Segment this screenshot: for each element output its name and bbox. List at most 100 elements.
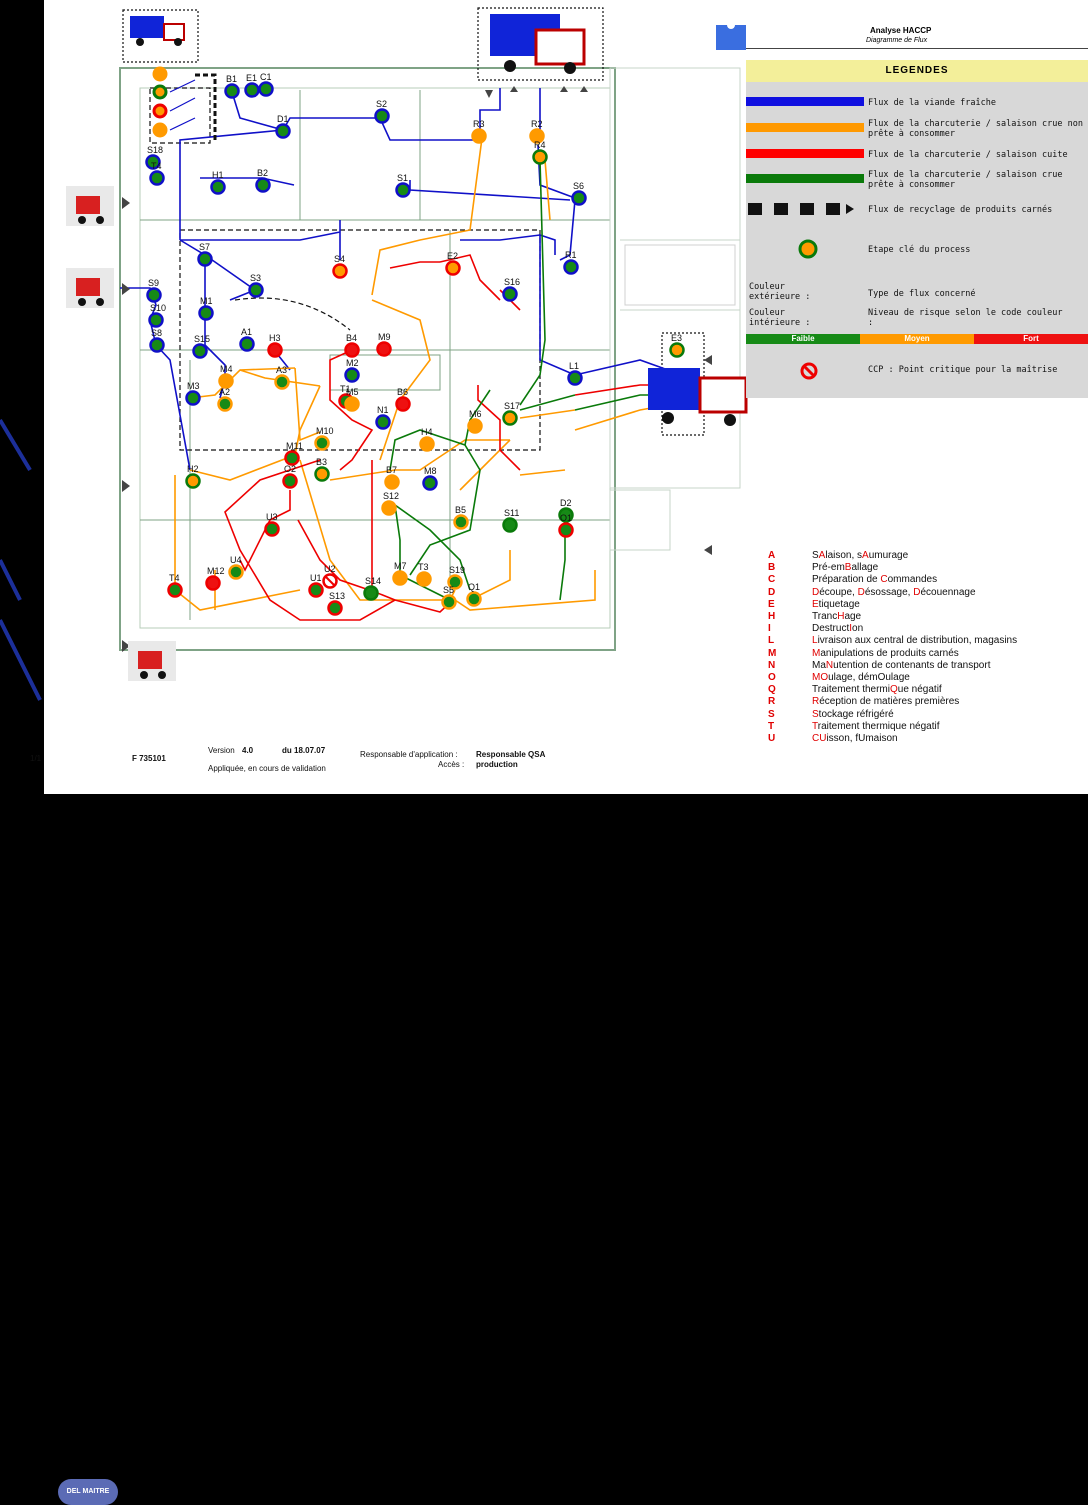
node-circle — [217, 396, 233, 412]
legend-label-raw-not-ready: Flux de la charcuterie / salaison crue n… — [868, 119, 1083, 139]
process-step-node: U1 — [308, 573, 324, 598]
resp-label: Responsable d'application : — [360, 750, 458, 759]
node-circle — [197, 251, 213, 267]
process-step-node: M9 — [376, 332, 392, 357]
node-label: U1 — [310, 573, 322, 583]
node-circle — [344, 342, 360, 358]
process-step-node: M12 — [205, 566, 225, 591]
process-step-node: B2 — [255, 168, 271, 193]
key-step-icon — [798, 239, 818, 259]
node-label: M11 — [286, 441, 303, 451]
node-circle — [502, 410, 518, 426]
node-circle — [344, 396, 360, 412]
node-circle — [264, 521, 280, 537]
node-circle — [185, 390, 201, 406]
code-letter: B — [768, 562, 776, 574]
node-label: T4 — [151, 161, 162, 171]
process-step-node: M7 — [392, 561, 408, 586]
code-description: MOulage, démOulage — [812, 672, 910, 683]
code-description: Pré-emBallage — [812, 562, 879, 574]
node-circle — [149, 170, 165, 186]
node-label: S9 — [148, 278, 159, 288]
node-label: B7 — [386, 465, 397, 475]
node-label: U3 — [266, 512, 278, 522]
node-circle — [146, 287, 162, 303]
node-label: A1 — [241, 327, 252, 337]
node-circle — [374, 108, 390, 124]
recycling-flow — [195, 73, 217, 140]
node-label: B6 — [397, 387, 408, 397]
process-step-node: M1 — [198, 296, 214, 321]
legend-label-raw-ready: Flux de la charcuterie / salaison crue p… — [868, 170, 1063, 190]
node-label: C1 — [260, 72, 272, 82]
doc-ref: F 735101 — [132, 754, 166, 763]
node-circle — [274, 374, 290, 390]
process-step-node: U2 — [322, 564, 338, 589]
node-label: S2 — [376, 99, 387, 109]
node-label: S13 — [329, 591, 345, 601]
node-circle — [416, 571, 432, 587]
code-letter: T — [768, 720, 775, 732]
node-label: B1 — [226, 74, 237, 84]
node-circle — [384, 474, 400, 490]
node-label: H3 — [269, 333, 281, 343]
node-label: S8 — [151, 328, 162, 338]
code-description: Stockage réfrigéré — [812, 708, 894, 720]
process-step-node: M4 — [218, 364, 234, 389]
node-circle — [239, 336, 255, 352]
version-label: Version — [208, 746, 235, 755]
access-label: Accès : — [438, 760, 465, 769]
node-label: S19 — [449, 565, 465, 575]
legend-swatch-raw-ready — [746, 174, 864, 183]
process-step-node: O1 — [558, 513, 574, 538]
code-description: Livraison aux central de distribution, m… — [812, 635, 1018, 647]
process-step-node: S15 — [192, 334, 210, 359]
process-step-node: E3 — [669, 333, 685, 358]
node-circle — [529, 128, 545, 144]
node-label: B3 — [316, 457, 327, 467]
node-circle — [376, 341, 392, 357]
node-label: T4 — [169, 573, 180, 583]
node-circle — [447, 574, 463, 590]
node-label: S15 — [194, 334, 210, 344]
flow-diagram: B1E1C1D1S2R3R2R4S18T4H1B2S1S6S7S3S4E2S16… — [0, 0, 748, 794]
legend-label-ccp: CCP : Point critique pour la maîtrise — [868, 365, 1058, 375]
node-circle — [228, 564, 244, 580]
legend-panel: LEGENDES Flux de la viande fraîche Flux … — [746, 60, 1088, 398]
process-step-node: D2 — [558, 498, 574, 523]
code-description: Manipulations de produits carnés — [812, 647, 959, 659]
code-description: Traitement thermiQue négatif — [812, 684, 942, 696]
node-circle — [375, 414, 391, 430]
process-step-node: S9 — [146, 278, 162, 303]
process-step-node: Q1 — [466, 582, 482, 607]
node-circle — [567, 370, 583, 386]
node-circle — [558, 507, 574, 523]
node-circle — [471, 128, 487, 144]
process-step-node: U3 — [264, 512, 280, 537]
node-label: T3 — [418, 562, 429, 572]
recycling-outlines — [122, 7, 705, 451]
puzzle-icon — [716, 21, 746, 50]
node-label: S16 — [504, 277, 520, 287]
node-circle — [467, 418, 483, 434]
forklift-icon — [66, 268, 114, 308]
node-label: S12 — [383, 491, 399, 501]
process-step-node: H2 — [185, 464, 201, 489]
process-step-node: S3 — [248, 273, 264, 298]
code-letter: N — [768, 659, 776, 671]
node-label: M8 — [424, 466, 437, 476]
header-title: Analyse HACCP — [870, 26, 932, 35]
process-step-node: M5 — [344, 387, 360, 412]
process-step-node: E2 — [445, 251, 461, 276]
code-letter: L — [768, 635, 775, 647]
node-circle — [422, 475, 438, 491]
node-circle — [327, 600, 343, 616]
process-step-node: S6 — [571, 181, 587, 206]
process-step-node: S1 — [395, 173, 411, 198]
node-label: N1 — [377, 405, 389, 415]
process-step-node: A1 — [239, 327, 255, 352]
process-step-node: L1 — [567, 361, 583, 386]
process-step-node: S8 — [149, 328, 165, 353]
